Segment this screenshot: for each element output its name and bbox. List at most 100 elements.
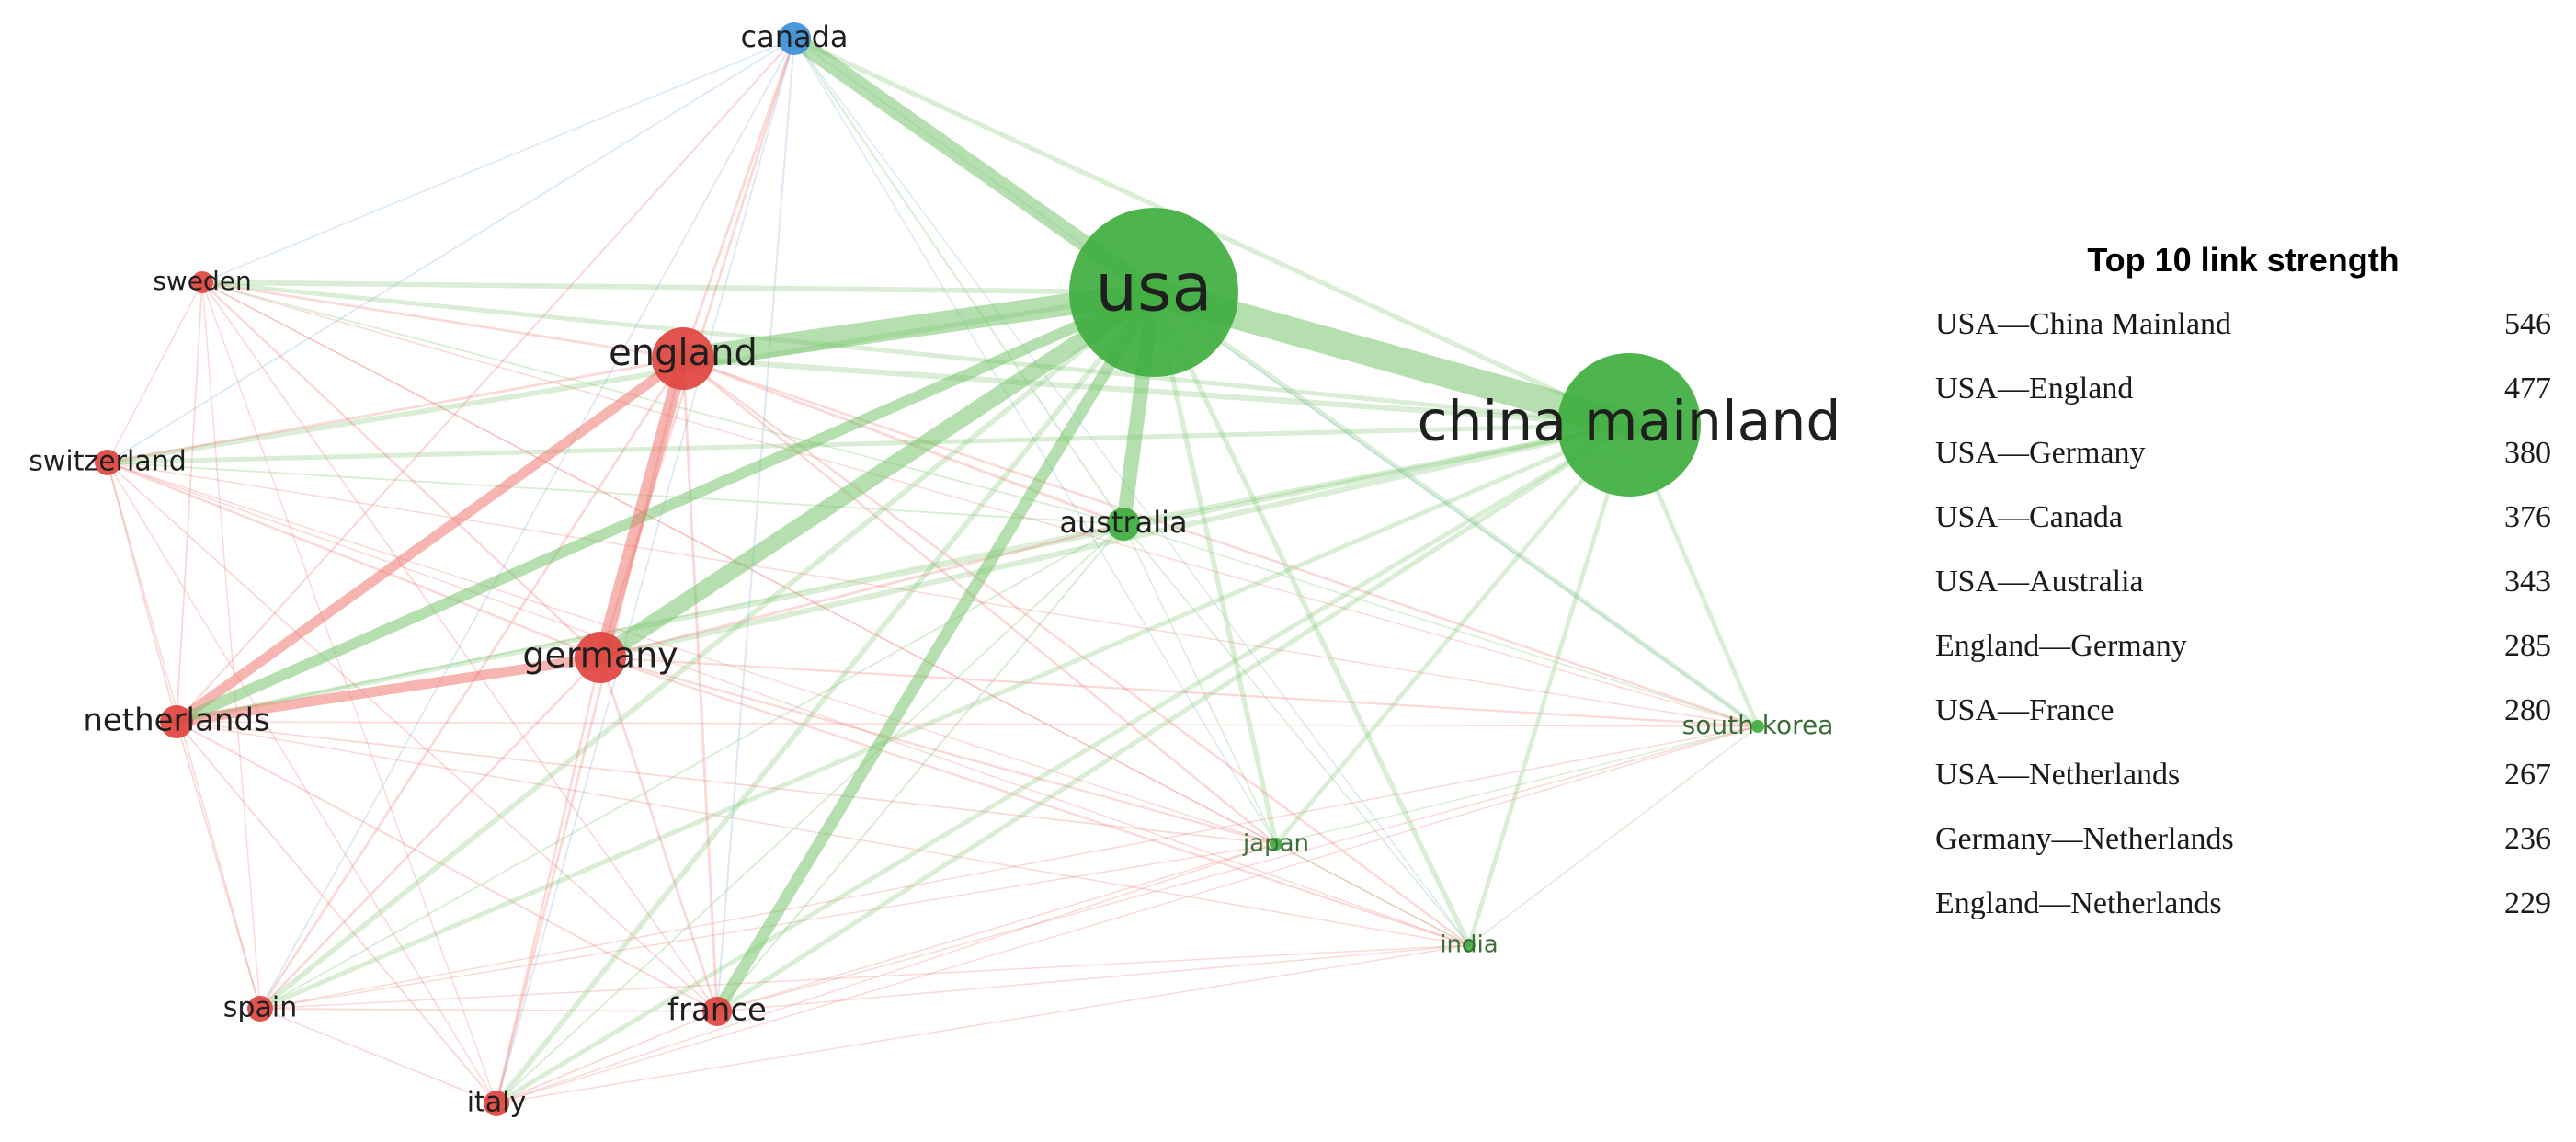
link-china-spain (257, 422, 1632, 1011)
link-india-france (716, 944, 1470, 1012)
link-japan-canada (793, 38, 1277, 845)
link-southkorea-spain (259, 725, 1759, 1010)
link-netherlands-switzerland (107, 462, 177, 723)
node-label-switzerland: switzerland (28, 446, 187, 478)
link-switzerland-sweden (107, 281, 203, 463)
link-china-australia (1121, 422, 1632, 527)
link-india-spain (259, 944, 1470, 1010)
node-label-usa: usa (1095, 249, 1212, 326)
link-canada-france (716, 38, 795, 1012)
link-japan-france (716, 843, 1277, 1012)
link-germany-netherlands (171, 652, 606, 727)
link-china-france (714, 422, 1632, 1014)
node-label-italy: italy (467, 1087, 527, 1119)
node-label-england: england (609, 332, 758, 374)
link-germany-italy (495, 656, 602, 1105)
link-canada-italy (496, 38, 795, 1104)
link-england-netherlands (171, 353, 689, 727)
link-australia-spain (259, 523, 1124, 1010)
link-england-germany (594, 352, 690, 664)
link-france-sweden (201, 281, 718, 1012)
node-usa[interactable] (1069, 208, 1238, 377)
link-india-germany (598, 656, 1471, 947)
link-france-spain (259, 1008, 718, 1012)
node-switzerland[interactable] (95, 450, 120, 475)
link-germany-spain (258, 656, 602, 1011)
node-spain[interactable] (247, 996, 273, 1022)
link-china-india (1466, 422, 1632, 948)
link-usa-italy (494, 290, 1157, 1106)
link-australia-southkorea (1123, 523, 1759, 727)
node-japan[interactable] (1270, 838, 1282, 851)
link-japan-southkorea (1275, 725, 1759, 845)
row-pair: England—Germany (1935, 629, 2187, 663)
link-usa-germany (592, 284, 1162, 666)
row-value: 343 (2504, 565, 2551, 599)
table-row: USA—France 280 (1935, 679, 2551, 743)
row-pair: USA—Canada (1935, 500, 2123, 534)
row-pair: USA—China Mainland (1935, 307, 2232, 341)
link-japan-netherlands (176, 721, 1277, 845)
link-canada-switzerland (107, 38, 795, 463)
row-value: 280 (2504, 693, 2551, 727)
link-australia-germany (598, 522, 1125, 659)
row-pair: England—Netherlands (1935, 886, 2222, 920)
network-nodes (95, 22, 1764, 1116)
link-southkorea-italy (496, 725, 1759, 1104)
row-pair: USA—Netherlands (1935, 758, 2181, 792)
node-label-china: china mainland (1417, 390, 1841, 454)
table-row: England—Netherlands 229 (1935, 872, 2551, 936)
node-india[interactable] (1463, 939, 1476, 952)
node-netherlands[interactable] (160, 705, 193, 738)
link-netherlands-france (175, 720, 719, 1013)
link-southkorea-germany (598, 656, 1760, 728)
link-india-switzerland (107, 462, 1470, 946)
node-china[interactable] (1557, 353, 1701, 497)
row-value: 229 (2504, 886, 2551, 920)
row-value: 267 (2504, 758, 2551, 792)
row-pair: USA—France (1935, 693, 2114, 727)
node-label-india: india (1440, 931, 1498, 959)
link-usa-sweden (199, 280, 1157, 295)
link-india-england (681, 357, 1471, 947)
row-pair: Germany—Netherlands (1935, 822, 2234, 856)
node-australia[interactable] (1107, 508, 1140, 541)
row-value: 477 (2504, 371, 2551, 405)
node-england[interactable] (652, 327, 714, 390)
node-germany[interactable] (575, 632, 626, 683)
link-southkorea-france (716, 725, 1759, 1012)
node-label-southkorea: south korea (1682, 710, 1834, 740)
node-southkorea[interactable] (1751, 720, 1764, 733)
link-japan-india (1275, 843, 1470, 946)
link-japan-england (681, 357, 1278, 846)
link-sweden-spain (201, 281, 261, 1010)
node-canada[interactable] (778, 22, 811, 55)
link-southkorea-netherlands (176, 721, 1759, 727)
node-france[interactable] (702, 997, 732, 1026)
link-china-netherlands (174, 422, 1632, 725)
link-japan-italy (496, 843, 1277, 1104)
panel-title: Top 10 link strength (2087, 241, 2399, 279)
link-england-switzerland (106, 357, 685, 464)
link-china-japan (1273, 422, 1632, 847)
link-switzerland-italy (107, 462, 497, 1104)
link-china-italy (494, 422, 1632, 1106)
node-label-germany: germany (522, 635, 678, 676)
table-row: USA—Netherlands 267 (1935, 743, 2551, 807)
link-india-italy (496, 944, 1470, 1104)
link-germany-switzerland (106, 461, 602, 659)
link-australia-switzerland (107, 462, 1124, 525)
link-netherlands-sweden (176, 281, 203, 723)
node-sweden[interactable] (191, 271, 213, 293)
node-italy[interactable] (484, 1091, 509, 1116)
node-label-australia: australia (1059, 505, 1187, 540)
network-links (105, 30, 1761, 1106)
link-china-switzerland (105, 422, 1632, 465)
link-canada-spain (259, 38, 795, 1010)
